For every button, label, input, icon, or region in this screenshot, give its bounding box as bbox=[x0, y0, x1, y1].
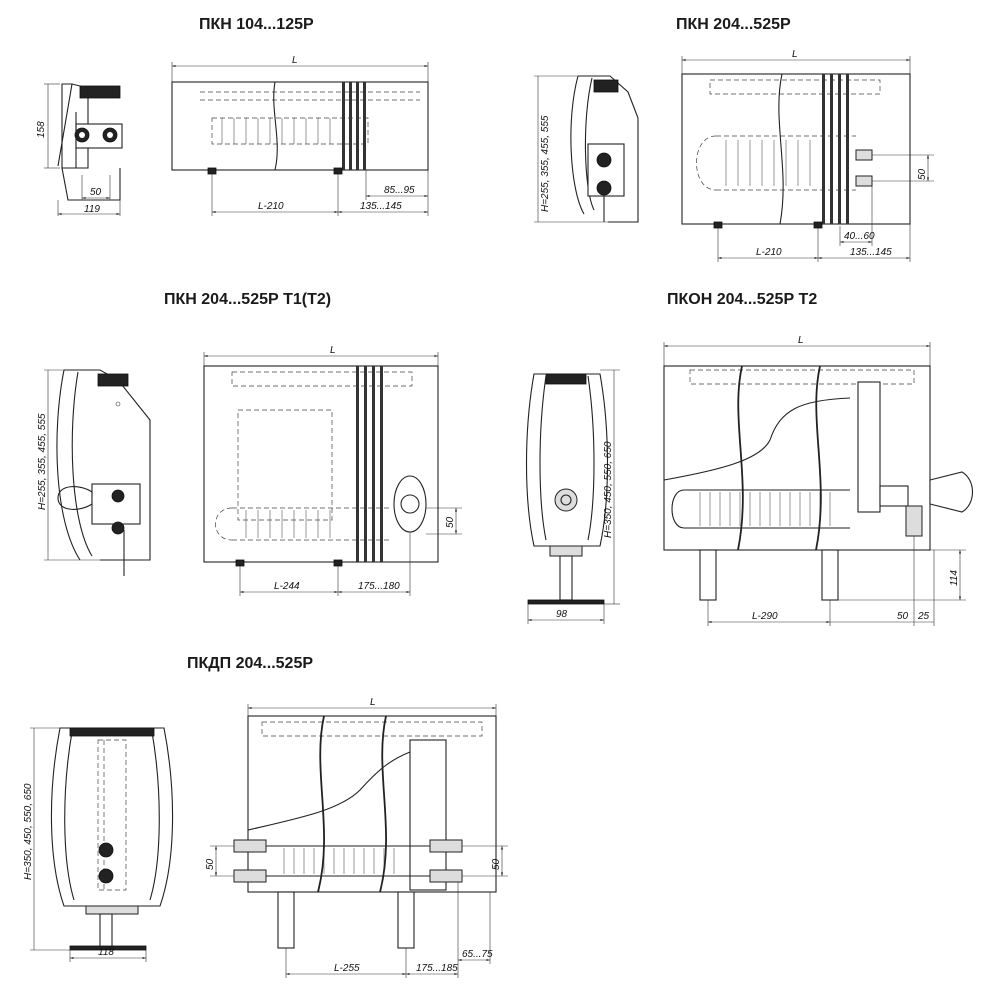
dim-offset-b: 135...145 bbox=[360, 201, 402, 212]
dim-leg: 114 bbox=[949, 570, 960, 586]
dim-height: H=255, 355, 455, 555 bbox=[37, 413, 48, 510]
side-view: H=255, 355, 455, 555 bbox=[534, 75, 639, 223]
front-view: L 50 L-244 175...180 bbox=[203, 345, 462, 596]
dim-height: H=255, 355, 455, 555 bbox=[540, 115, 551, 212]
front-view: L 114 L-290 50 25 bbox=[663, 335, 974, 626]
side-view: H=350, 450, 550, 650 118 bbox=[23, 727, 174, 962]
front-view: L L-210 85...95 135...145 bbox=[171, 55, 429, 216]
drawing-pkn-204: H=255, 355, 455, 555 L bbox=[534, 49, 934, 262]
dim-offset-c: 25 bbox=[917, 611, 930, 622]
front-view: L 50 L-210 40...60 135...145 bbox=[681, 49, 934, 262]
dim-length: L bbox=[370, 697, 376, 708]
dim-depth: 119 bbox=[84, 204, 100, 215]
drawing-title-pkn-104: ПКН 104...125Р bbox=[199, 16, 314, 33]
dim-base: L-210 bbox=[756, 247, 782, 258]
dim-offset-a: 40...60 bbox=[844, 231, 875, 242]
dim-depth: 118 bbox=[98, 947, 114, 958]
side-view: H=255, 355, 455, 555 bbox=[37, 369, 151, 576]
dim-offset-b: 175...180 bbox=[358, 581, 400, 592]
dim-offset-a: 65...75 bbox=[462, 949, 493, 960]
dim-length: L bbox=[330, 345, 336, 356]
dim-base: L-290 bbox=[752, 611, 778, 622]
drawing-pkon-204: H=350, 450, 550, 650 98 bbox=[525, 335, 974, 626]
dim-height: 158 bbox=[36, 121, 47, 138]
dim-height: H=350, 450, 550, 650 bbox=[603, 441, 614, 538]
dim-offset-a: 85...95 bbox=[384, 185, 415, 196]
dim-pipe-spacing: 50 bbox=[445, 516, 456, 528]
drawing-pkn-104: 158 50 119 bbox=[36, 55, 429, 216]
dim-offset-b: 135...145 bbox=[850, 247, 892, 258]
dim-pipe-spacing: 50 bbox=[90, 187, 102, 198]
dim-base: L-244 bbox=[274, 581, 300, 592]
dim-length: L bbox=[792, 49, 798, 60]
drawing-pkn-204-t1t2: H=255, 355, 455, 555 L bbox=[37, 345, 462, 596]
dim-length: L bbox=[292, 55, 298, 66]
dim-pipe-spacing: 50 bbox=[917, 168, 928, 180]
dim-pipe-spacing-right: 50 bbox=[491, 858, 502, 870]
dim-base: L-255 bbox=[334, 963, 360, 974]
dim-depth: 98 bbox=[556, 609, 568, 620]
drawing-pkdp-204: H=350, 450, 550, 650 118 bbox=[23, 697, 508, 978]
drawing-title-pkon-204: ПКОН 204...525Р Т2 bbox=[667, 291, 818, 308]
side-view: 158 50 119 bbox=[36, 83, 123, 216]
dim-base: L-210 bbox=[258, 201, 284, 212]
drawing-title-pkdp-204: ПКДП 204...525Р bbox=[187, 655, 314, 672]
drawing-title-pkn-204: ПКН 204...525Р bbox=[676, 16, 791, 33]
dim-length: L bbox=[798, 335, 804, 346]
drawing-title-pkn-204-t1t2: ПКН 204...525Р Т1(Т2) bbox=[164, 291, 332, 308]
dim-offset-b: 175...185 bbox=[416, 963, 458, 974]
dim-offset-a: 50 bbox=[897, 611, 909, 622]
side-view: H=350, 450, 550, 650 98 bbox=[525, 369, 620, 624]
front-view: L 50 50 L-255 65...75 175...185 bbox=[205, 697, 508, 978]
dim-height: H=350, 450, 550, 650 bbox=[23, 783, 34, 880]
dim-pipe-spacing: 50 bbox=[205, 858, 216, 870]
